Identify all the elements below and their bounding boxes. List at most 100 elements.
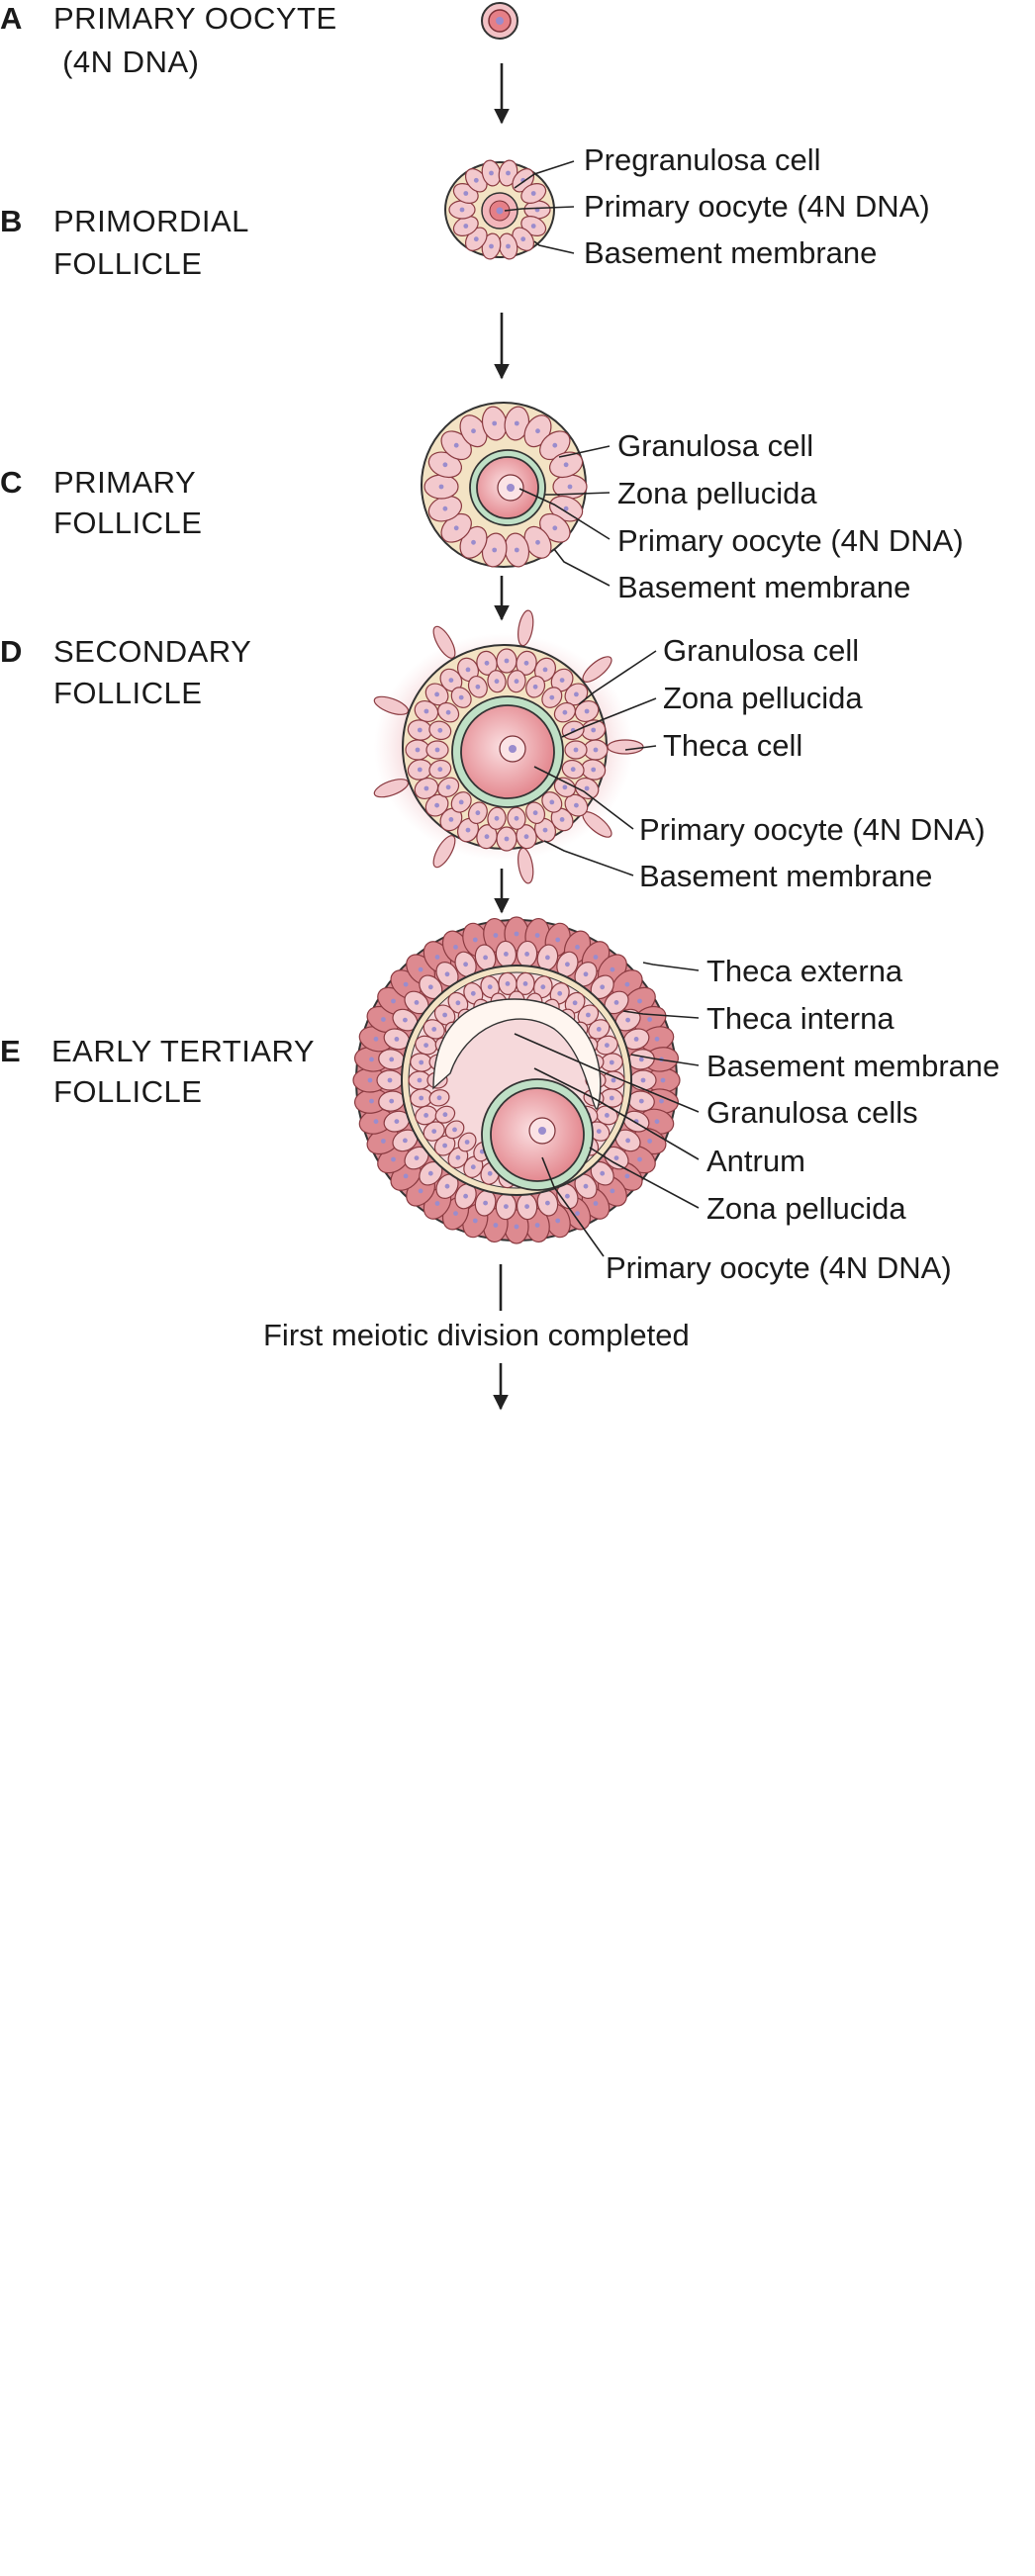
cell-nucleus bbox=[609, 1095, 614, 1101]
cell-nucleus bbox=[442, 1143, 447, 1149]
cell-nucleus bbox=[403, 1017, 408, 1023]
cell-nucleus bbox=[573, 747, 579, 753]
label-e-theca-externa: Theca externa bbox=[706, 954, 903, 988]
cell-nucleus bbox=[523, 660, 529, 666]
cell-nucleus bbox=[438, 484, 444, 490]
cell-nucleus bbox=[434, 955, 440, 960]
cell-nucleus bbox=[514, 679, 519, 685]
cell-nucleus bbox=[625, 1017, 630, 1023]
cell-nucleus bbox=[434, 1201, 440, 1206]
antrum-shape bbox=[432, 998, 602, 1110]
cell-nucleus bbox=[534, 1223, 540, 1228]
cell-nucleus bbox=[444, 971, 450, 977]
cell-nucleus bbox=[484, 660, 490, 666]
cell-nucleus bbox=[494, 679, 500, 685]
cell-nucleus bbox=[532, 810, 538, 816]
cell-nucleus bbox=[423, 1043, 428, 1048]
cell-nucleus bbox=[506, 170, 511, 176]
cell-nucleus bbox=[660, 1077, 666, 1083]
cell-nucleus bbox=[403, 981, 409, 987]
cell-nucleus bbox=[403, 1173, 409, 1179]
cell-nucleus bbox=[453, 1211, 458, 1216]
cell-nucleus bbox=[403, 1138, 408, 1144]
cell-nucleus bbox=[494, 815, 500, 821]
label-pregranulosa-cell: Pregranulosa cell bbox=[584, 142, 821, 177]
cell-nucleus bbox=[414, 1000, 420, 1005]
cell-nucleus bbox=[562, 784, 568, 790]
cell-nucleus bbox=[640, 1077, 646, 1083]
cell-nucleus bbox=[524, 1204, 529, 1209]
label-primordial-basement-membrane: Basement membrane bbox=[584, 235, 877, 270]
leader-e-basement bbox=[630, 1054, 700, 1066]
cell-nucleus bbox=[445, 709, 451, 715]
cell-nucleus bbox=[600, 984, 606, 990]
cell-nucleus bbox=[530, 191, 536, 196]
label-d-basement-membrane: Basement membrane bbox=[639, 859, 932, 893]
cell-nucleus bbox=[472, 1218, 478, 1224]
cell-nucleus bbox=[552, 525, 558, 531]
cell-nucleus bbox=[565, 962, 570, 967]
cell-nucleus bbox=[437, 727, 443, 733]
cell-nucleus bbox=[487, 1170, 493, 1176]
secondary-follicle-illustration bbox=[373, 609, 644, 884]
cell-nucleus bbox=[609, 1059, 614, 1065]
cell-nucleus bbox=[373, 1119, 379, 1125]
cell-nucleus bbox=[463, 1193, 468, 1199]
cell-nucleus bbox=[563, 462, 569, 468]
leader-d-theca bbox=[624, 745, 657, 751]
cell-nucleus bbox=[417, 727, 423, 733]
early-tertiary-follicle-illustration bbox=[352, 916, 681, 1244]
stage-b-title-line-2: FOLLICLE bbox=[53, 246, 202, 281]
cell-nucleus bbox=[445, 784, 451, 790]
cell-nucleus bbox=[523, 834, 529, 840]
cell-nucleus bbox=[465, 667, 471, 673]
stage-e-title-line-1: EARLY TERTIARY bbox=[51, 1034, 315, 1068]
cell-nucleus bbox=[367, 1077, 373, 1083]
cell-nucleus bbox=[475, 684, 481, 690]
cell-nucleus bbox=[624, 1173, 630, 1179]
cell-nucleus bbox=[549, 694, 555, 700]
cell-nucleus bbox=[381, 1017, 386, 1022]
cell-nucleus bbox=[463, 962, 468, 967]
stage-a-letter: A bbox=[0, 1, 22, 36]
cell-nucleus bbox=[542, 827, 548, 833]
cell-nucleus bbox=[418, 966, 423, 972]
label-e-antrum: Antrum bbox=[706, 1144, 805, 1178]
primordial-follicle-illustration bbox=[444, 159, 555, 260]
stage-b: B PRIMORDIAL FOLLICLE Pregranulosa cell … bbox=[0, 142, 930, 281]
cell-nucleus bbox=[453, 945, 458, 950]
cell-nucleus bbox=[613, 1000, 619, 1005]
cell-nucleus bbox=[423, 1113, 428, 1118]
cell-nucleus bbox=[565, 1193, 570, 1199]
cell-nucleus bbox=[394, 1037, 400, 1042]
cell-nucleus bbox=[506, 243, 511, 249]
cell-nucleus bbox=[605, 1113, 610, 1118]
label-e-granulosa-cells: Granulosa cells bbox=[706, 1095, 918, 1130]
stage-e-title-line-2: FOLLICLE bbox=[53, 1074, 202, 1109]
label-d-granulosa-cell: Granulosa cell bbox=[663, 633, 859, 668]
cell-nucleus bbox=[557, 990, 563, 996]
cell-nucleus bbox=[427, 984, 433, 990]
cell-nucleus bbox=[572, 1000, 578, 1006]
cell-nucleus bbox=[373, 1036, 379, 1042]
cell-nucleus bbox=[417, 1077, 423, 1083]
leader-c-zona bbox=[545, 492, 611, 496]
leader-d-zona bbox=[561, 697, 657, 738]
leader-e-theca-externa bbox=[642, 962, 700, 971]
cell-nucleus bbox=[423, 785, 429, 791]
stage-c-title-line-1: PRIMARY bbox=[53, 465, 196, 500]
cell-nucleus bbox=[596, 1027, 602, 1032]
cell-nucleus bbox=[453, 442, 459, 448]
stage-a-title-line-1: PRIMARY OOCYTE bbox=[53, 1, 337, 36]
label-c-basement-membrane: Basement membrane bbox=[617, 570, 910, 604]
label-e-basement-membrane: Basement membrane bbox=[706, 1049, 999, 1083]
cell-nucleus bbox=[437, 767, 443, 773]
leader-c-basement bbox=[553, 548, 611, 587]
cell-nucleus bbox=[463, 224, 469, 229]
cell-nucleus bbox=[563, 506, 569, 511]
cell-nucleus bbox=[514, 547, 519, 553]
stage-d-letter: D bbox=[0, 634, 22, 669]
cell-nucleus bbox=[442, 462, 448, 468]
cell-nucleus bbox=[505, 981, 511, 986]
cell-nucleus bbox=[638, 1057, 644, 1062]
